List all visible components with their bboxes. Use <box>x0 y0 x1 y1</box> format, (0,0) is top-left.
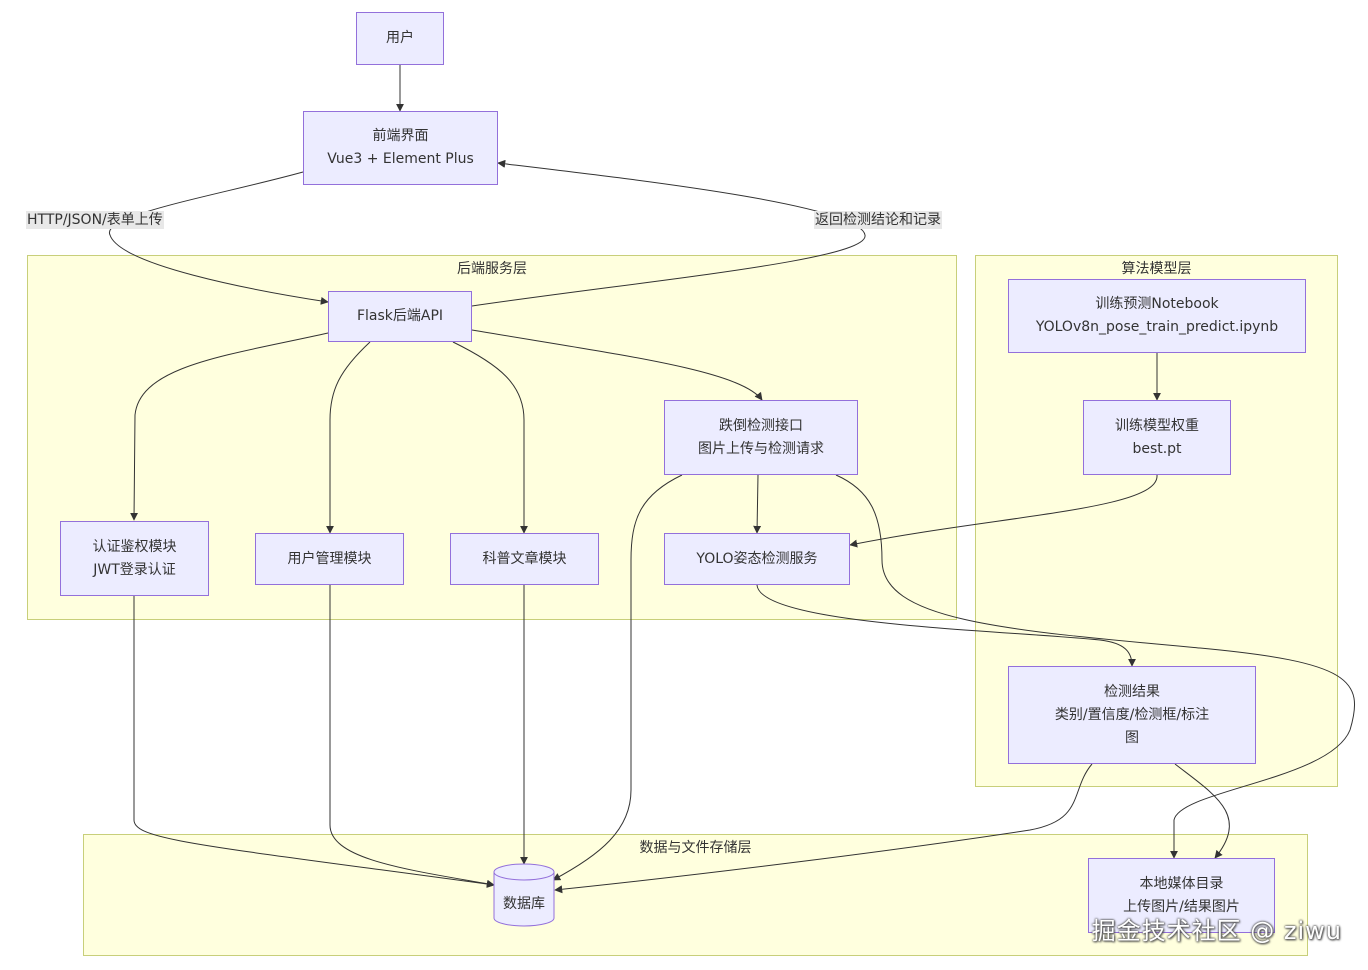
edge-flask-fallapi <box>471 329 763 401</box>
node-user-line1: 用户 <box>386 30 414 46</box>
node-flask-line1: Flask后端API <box>356 308 444 324</box>
node-usermgmt: 用户管理模块 <box>255 533 404 585</box>
group-storage-title: 数据与文件存储层 <box>639 840 752 856</box>
edge-usermgmt-database <box>329 585 495 888</box>
edge-fallapi-database <box>552 474 683 881</box>
edge-fallapi-media <box>835 474 1356 859</box>
edge-flask-auth <box>130 332 329 521</box>
node-article-line1: 科普文章模块 <box>482 550 567 567</box>
node-fallapi-line2: 图片上传与检测请求 <box>698 440 824 457</box>
node-database-label: 数据库 <box>503 896 545 912</box>
node-fallapi: 跌倒检测接口 图片上传与检测请求 <box>664 400 858 475</box>
node-notebook-line1: 训练预测Notebook <box>1095 296 1219 312</box>
node-notebook: 训练预测Notebook YOLOv8n_pose_train_predict.… <box>1008 279 1306 353</box>
edge-label-request: HTTP/JSON/表单上传 <box>26 211 164 229</box>
node-auth-line2: JWT登录认证 <box>93 561 176 578</box>
node-result: 检测结果 类别/置信度/检测框/标注 图 <box>1008 666 1256 764</box>
edge-frontend-flask <box>109 171 329 305</box>
edge-flask-frontend <box>471 159 866 307</box>
node-media-line2: 上传图片/结果图片 <box>1123 898 1240 915</box>
node-article: 科普文章模块 <box>450 533 599 585</box>
node-auth-line1: 认证鉴权模块 <box>92 538 177 555</box>
node-user: 用户 <box>356 12 444 65</box>
edge-fallapi-yolo <box>753 474 762 534</box>
edge-result-media <box>1174 763 1230 859</box>
node-weights-line1: 训练模型权重 <box>1115 417 1199 434</box>
node-flask: Flask后端API <box>328 291 472 342</box>
node-weights: 训练模型权重 best.pt <box>1083 400 1231 475</box>
edge-auth-database <box>133 596 495 888</box>
node-yolo-line1: YOLO姿态检测服务 <box>696 550 818 567</box>
node-yolo: YOLO姿态检测服务 <box>664 533 850 585</box>
node-auth: 认证鉴权模块 JWT登录认证 <box>60 521 209 596</box>
node-usermgmt-line1: 用户管理模块 <box>287 550 372 567</box>
node-weights-line2: best.pt <box>1132 440 1182 457</box>
edge-yolo-result <box>756 584 1136 667</box>
node-result-line2: 类别/置信度/检测框/标注 <box>1054 706 1210 723</box>
edge-flask-article <box>452 341 528 534</box>
node-media: 本地媒体目录 上传图片/结果图片 <box>1088 858 1275 933</box>
watermark: 掘金技术社区 @ ziwu <box>1091 917 1342 945</box>
node-notebook-line2: YOLOv8n_pose_train_predict.ipynb <box>1035 319 1279 335</box>
node-frontend: 前端界面 Vue3 + Element Plus <box>303 111 498 185</box>
node-media-line1: 本地媒体目录 <box>1139 875 1224 892</box>
node-frontend-line2: Vue3 + Element Plus <box>327 151 474 167</box>
node-frontend-line1: 前端界面 <box>372 128 429 144</box>
node-result-line1: 检测结果 <box>1104 683 1160 700</box>
edge-label-response: 返回检测结论和记录 <box>814 211 942 229</box>
group-algorithm-title: 算法模型层 <box>1121 261 1192 277</box>
group-backend-title: 后端服务层 <box>457 261 527 277</box>
edge-flask-usermgmt <box>326 341 371 534</box>
node-result-line3: 图 <box>1125 729 1139 746</box>
database-cylinder <box>493 863 555 927</box>
node-fallapi-line1: 跌倒检测接口 <box>719 417 803 434</box>
edge-result-database <box>554 763 1093 894</box>
edge-weights-yolo <box>849 474 1158 548</box>
